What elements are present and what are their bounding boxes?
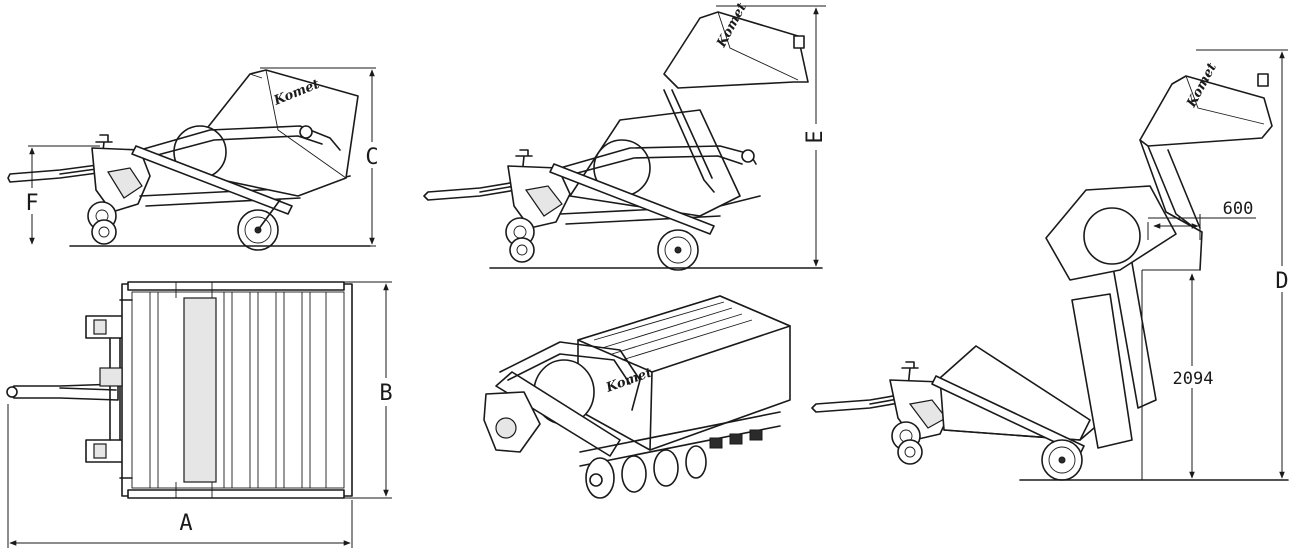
side-view-high-dump: Komet <box>811 61 1289 481</box>
dimension-e: E <box>716 5 828 267</box>
dimension-label-a: A <box>179 511 192 536</box>
dimension-label-e: E <box>803 130 828 143</box>
dimension-label-f: F <box>25 191 38 216</box>
dimension-b: B <box>344 281 398 499</box>
dimension-d: D <box>1196 49 1294 479</box>
side-view-transport: Komet <box>7 69 371 251</box>
dimension-a: A <box>7 404 353 548</box>
dimension-f: F <box>20 145 100 245</box>
dimension-c: C <box>260 67 384 247</box>
dimension-label-d: D <box>1275 269 1288 294</box>
side-view-hopper-raised: Komet <box>423 1 823 271</box>
dimension-label-b: B <box>379 381 392 406</box>
dimension-label-dump-height: 2094 <box>1173 369 1214 389</box>
dimension-dump-reach: 600 <box>1147 199 1256 240</box>
isometric-view: Komet <box>483 295 791 499</box>
dimension-dump-height: 2094 <box>1141 269 1222 480</box>
dimension-label-c: C <box>365 145 378 170</box>
dimension-label-dump-reach: 600 <box>1223 199 1254 219</box>
top-view <box>6 281 353 499</box>
